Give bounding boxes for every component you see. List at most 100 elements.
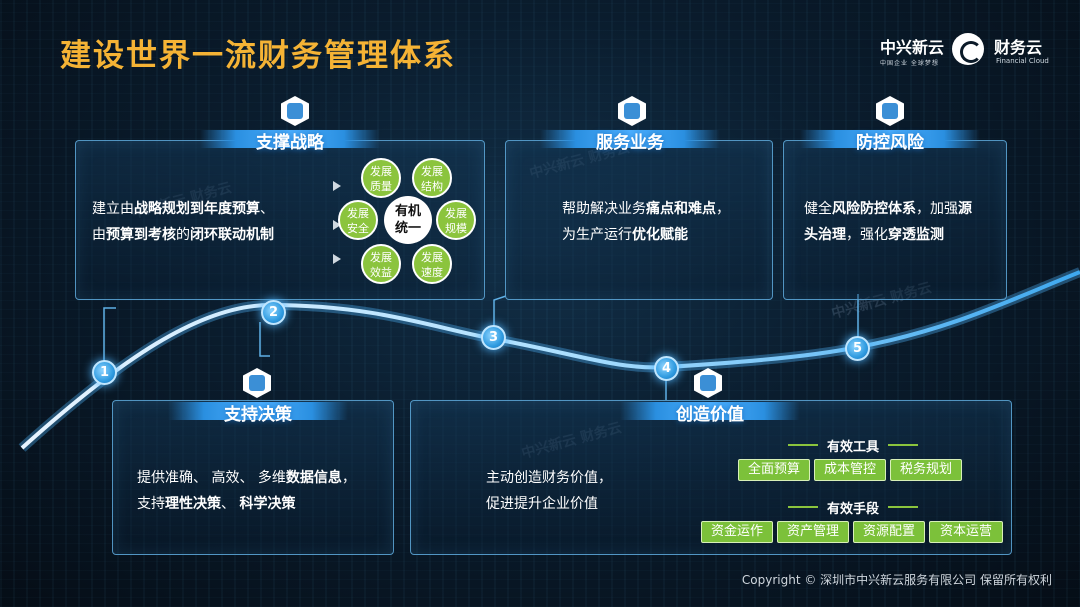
decision-text: 提供准确、 高效、 多维数据信息， 支持理性决策、 科学决策 <box>137 465 387 517</box>
tools-heading: 有效工具 <box>826 440 879 455</box>
value-text-line1: 主动创造财务价值， <box>486 470 612 486</box>
tool-tag: 税务规划 <box>890 459 962 481</box>
text-segment: 提供准确、 高效、 多维 <box>137 470 286 486</box>
service-text-line1: 帮助解决业务痛点和难点， <box>562 196 762 222</box>
text-segment: ，强化 <box>846 227 888 243</box>
service-icon-glyph <box>624 103 640 119</box>
text-segment-bold: 源 <box>958 201 972 217</box>
means-tag: 资本运营 <box>929 521 1003 543</box>
text-segment-bold: 闭环联动机制 <box>190 227 274 243</box>
node-3: 3 <box>481 325 506 350</box>
text-segment-bold: 理性决策 <box>165 496 221 512</box>
brand-name-zxxy: 中兴新云 <box>880 38 945 57</box>
risk-text-line2: 头治理，强化穿透监测 <box>804 222 1000 248</box>
label-bar-value <box>620 402 800 420</box>
brand-english: Financial Cloud <box>996 57 1049 65</box>
text-segment: ， <box>716 201 730 217</box>
arrow-right-icon <box>333 181 341 191</box>
label-bar-risk <box>800 130 980 148</box>
panel-risk <box>783 140 1007 300</box>
text-segment-bold: 优化赋能 <box>632 227 688 243</box>
node-1: 1 <box>92 360 117 385</box>
text-segment: 支持 <box>137 496 165 512</box>
node-5: 5 <box>845 336 870 361</box>
service-text: 帮助解决业务痛点和难点， 为生产运行优化赋能 <box>562 196 762 248</box>
section-label-strategy: 支撑战略 <box>256 133 324 153</box>
text-segment-bold: 科学决策 <box>239 496 296 512</box>
tools-line-left <box>788 444 818 446</box>
connector-2 <box>259 322 270 357</box>
value-icon-glyph <box>700 375 716 391</box>
strategy-text-line2: 由预算到考核的闭环联动机制 <box>92 222 332 248</box>
text-segment-bold: 战略规划到年度预算 <box>134 201 260 217</box>
panel-decision <box>112 400 394 555</box>
petal-scale: 发展规模 <box>436 200 476 240</box>
petal-speed: 发展速度 <box>412 244 452 284</box>
section-label-value: 创造价值 <box>676 405 744 425</box>
brand-slogan: 中国企业 全球梦想 <box>880 60 939 67</box>
text-segment-bold: 穿透监测 <box>888 227 944 243</box>
copyright-text: Copyright © 深圳市中兴新云服务有限公司 保留所有权利 <box>741 573 1052 587</box>
strategy-text-line1: 建立由战略规划到年度预算、 <box>92 196 332 222</box>
text-segment-bold: 痛点和难点 <box>646 201 716 217</box>
text-segment: 的 <box>176 227 190 243</box>
strategy-icon-glyph <box>287 103 303 119</box>
flower-center: 有机统一 <box>384 196 432 244</box>
tools-line-right <box>888 444 918 446</box>
means-heading: 有效手段 <box>826 502 879 517</box>
curve-line <box>20 270 1080 450</box>
text-segment-bold: 预算到考核 <box>106 227 176 243</box>
text-segment: 为生产运行 <box>562 227 632 243</box>
strategy-text: 建立由战略规划到年度预算、 由预算到考核的闭环联动机制 <box>92 196 332 248</box>
text-segment-bold: 头治理 <box>804 227 846 243</box>
value-icon <box>694 368 722 398</box>
text-segment-bold: 风险防控体系 <box>832 201 916 217</box>
means-line-left <box>788 506 818 508</box>
text-segment: 帮助解决业务 <box>562 201 646 217</box>
node-2: 2 <box>261 300 286 325</box>
risk-icon-glyph <box>882 103 898 119</box>
section-label-risk: 防控风险 <box>856 133 924 153</box>
label-bar-service <box>540 130 720 148</box>
text-segment: ，加强 <box>916 201 958 217</box>
petal-structure: 发展结构 <box>412 158 452 198</box>
connector-1 <box>103 307 116 370</box>
petal-quality: 发展质量 <box>361 158 401 198</box>
means-tag: 资源配置 <box>853 521 925 543</box>
label-bar-strategy <box>200 130 380 148</box>
service-icon <box>618 96 646 126</box>
flower-center-line: 有机 <box>394 204 421 219</box>
label-bar-decision <box>168 402 348 420</box>
tool-tag: 成本管控 <box>814 459 886 481</box>
value-text: 主动创造财务价值， 促进提升企业价值 <box>486 465 686 517</box>
decision-text-line2: 支持理性决策、 科学决策 <box>137 491 387 517</box>
text-segment: 由 <box>92 227 106 243</box>
flower-center-line: 统一 <box>394 221 421 236</box>
page-title: 建设世界一流财务管理体系 <box>60 38 456 74</box>
node-4: 4 <box>654 356 679 381</box>
text-segment: 建立由 <box>92 201 134 217</box>
arrow-right-icon <box>333 220 341 230</box>
service-text-line2: 为生产运行优化赋能 <box>562 222 762 248</box>
means-tag: 资产管理 <box>777 521 849 543</box>
petal-benefit: 发展效益 <box>361 244 401 284</box>
connector-3 <box>493 295 507 336</box>
text-segment-bold: 数据信息 <box>285 470 342 486</box>
text-segment: ， <box>341 470 356 486</box>
value-text-line2: 促进提升企业价值 <box>486 496 598 512</box>
decision-icon-glyph <box>249 375 265 391</box>
arrow-right-icon <box>333 254 341 264</box>
panel-service <box>505 140 773 300</box>
means-line-right <box>888 506 918 508</box>
risk-alarm-icon <box>876 96 904 126</box>
decision-text-line1: 提供准确、 高效、 多维数据信息， <box>137 465 387 491</box>
section-label-service: 服务业务 <box>596 133 664 153</box>
section-label-decision: 支持决策 <box>224 405 292 425</box>
means-tag: 资金运作 <box>701 521 773 543</box>
risk-text-line1: 健全风险防控体系，加强源 <box>804 196 1000 222</box>
brand-name-cwy: 财务云 <box>994 38 1043 57</box>
tool-tag: 全面预算 <box>738 459 810 481</box>
text-segment: 、 <box>221 496 240 512</box>
risk-text: 健全风险防控体系，加强源 头治理，强化穿透监测 <box>804 196 1000 248</box>
